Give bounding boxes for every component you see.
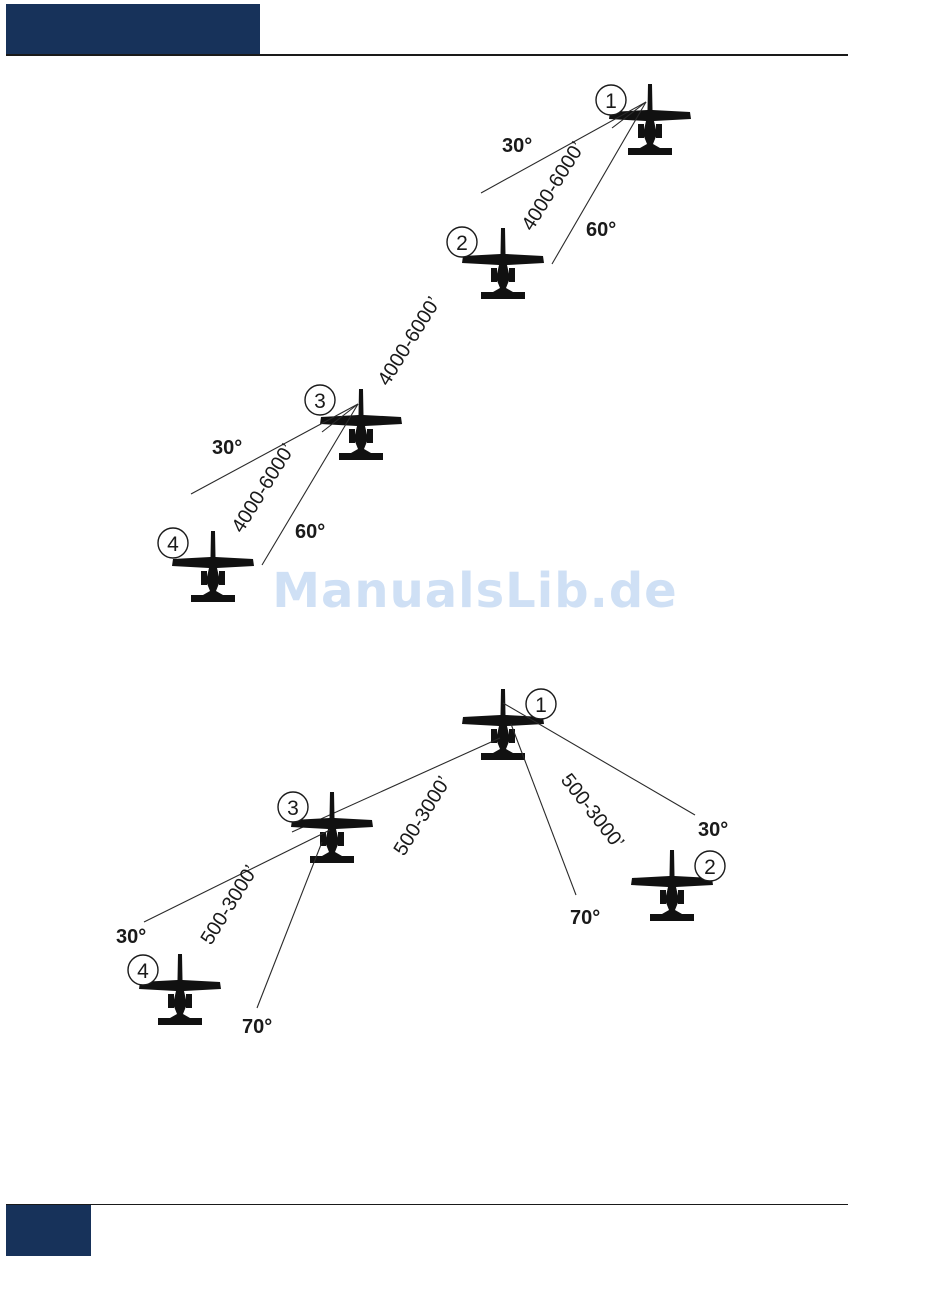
spacing-label: 4000-6000’ [374,293,446,390]
formation-diagram-trail: 1 30° 60° 4000-6000’ 2 4000-6000’ 3 30° … [0,70,950,630]
aircraft-3-number: 3 [305,385,335,415]
aircraft-3-number: 3 [278,792,308,822]
svg-text:3: 3 [287,797,299,820]
guide-line-70 [511,724,576,895]
svg-text:1: 1 [605,90,617,113]
angle-label: 70° [242,1016,272,1038]
aircraft-1-number: 1 [526,689,556,719]
svg-text:2: 2 [704,856,716,879]
aircraft-4-number: 4 [128,955,158,985]
svg-text:4: 4 [167,533,179,556]
angle-label: 30° [698,819,728,841]
aircraft-4-number: 4 [158,528,188,558]
footer-bar [6,1205,91,1256]
aircraft-1-number: 1 [596,85,626,115]
spacing-label: 500-3000’ [197,862,263,949]
header-bar [6,4,260,54]
spacing-label: 500-3000’ [390,773,456,860]
formation-diagram-wedge: 1 30° 70° 500-3000’ 500-3000’ 2 3 30° 70… [0,670,950,1070]
aircraft-2-number: 2 [447,227,477,257]
angle-label: 30° [502,135,532,157]
angle-label: 30° [212,437,242,459]
guide-line-30 [503,703,695,815]
angle-label: 70° [570,907,600,929]
angle-label: 60° [295,521,325,543]
svg-text:1: 1 [535,694,547,717]
svg-text:4: 4 [137,960,149,983]
svg-text:3: 3 [314,390,326,413]
aircraft-2-number: 2 [695,851,725,881]
watermark: ManualsLib.de [0,563,950,619]
footer-rule [6,1204,848,1205]
header-rule [6,54,848,56]
angle-label: 60° [586,219,616,241]
spacing-label: 500-3000’ [556,770,628,854]
guide-line [292,738,500,832]
angle-label: 30° [116,926,146,948]
guide-line-70 [257,842,322,1008]
svg-text:2: 2 [456,232,468,255]
